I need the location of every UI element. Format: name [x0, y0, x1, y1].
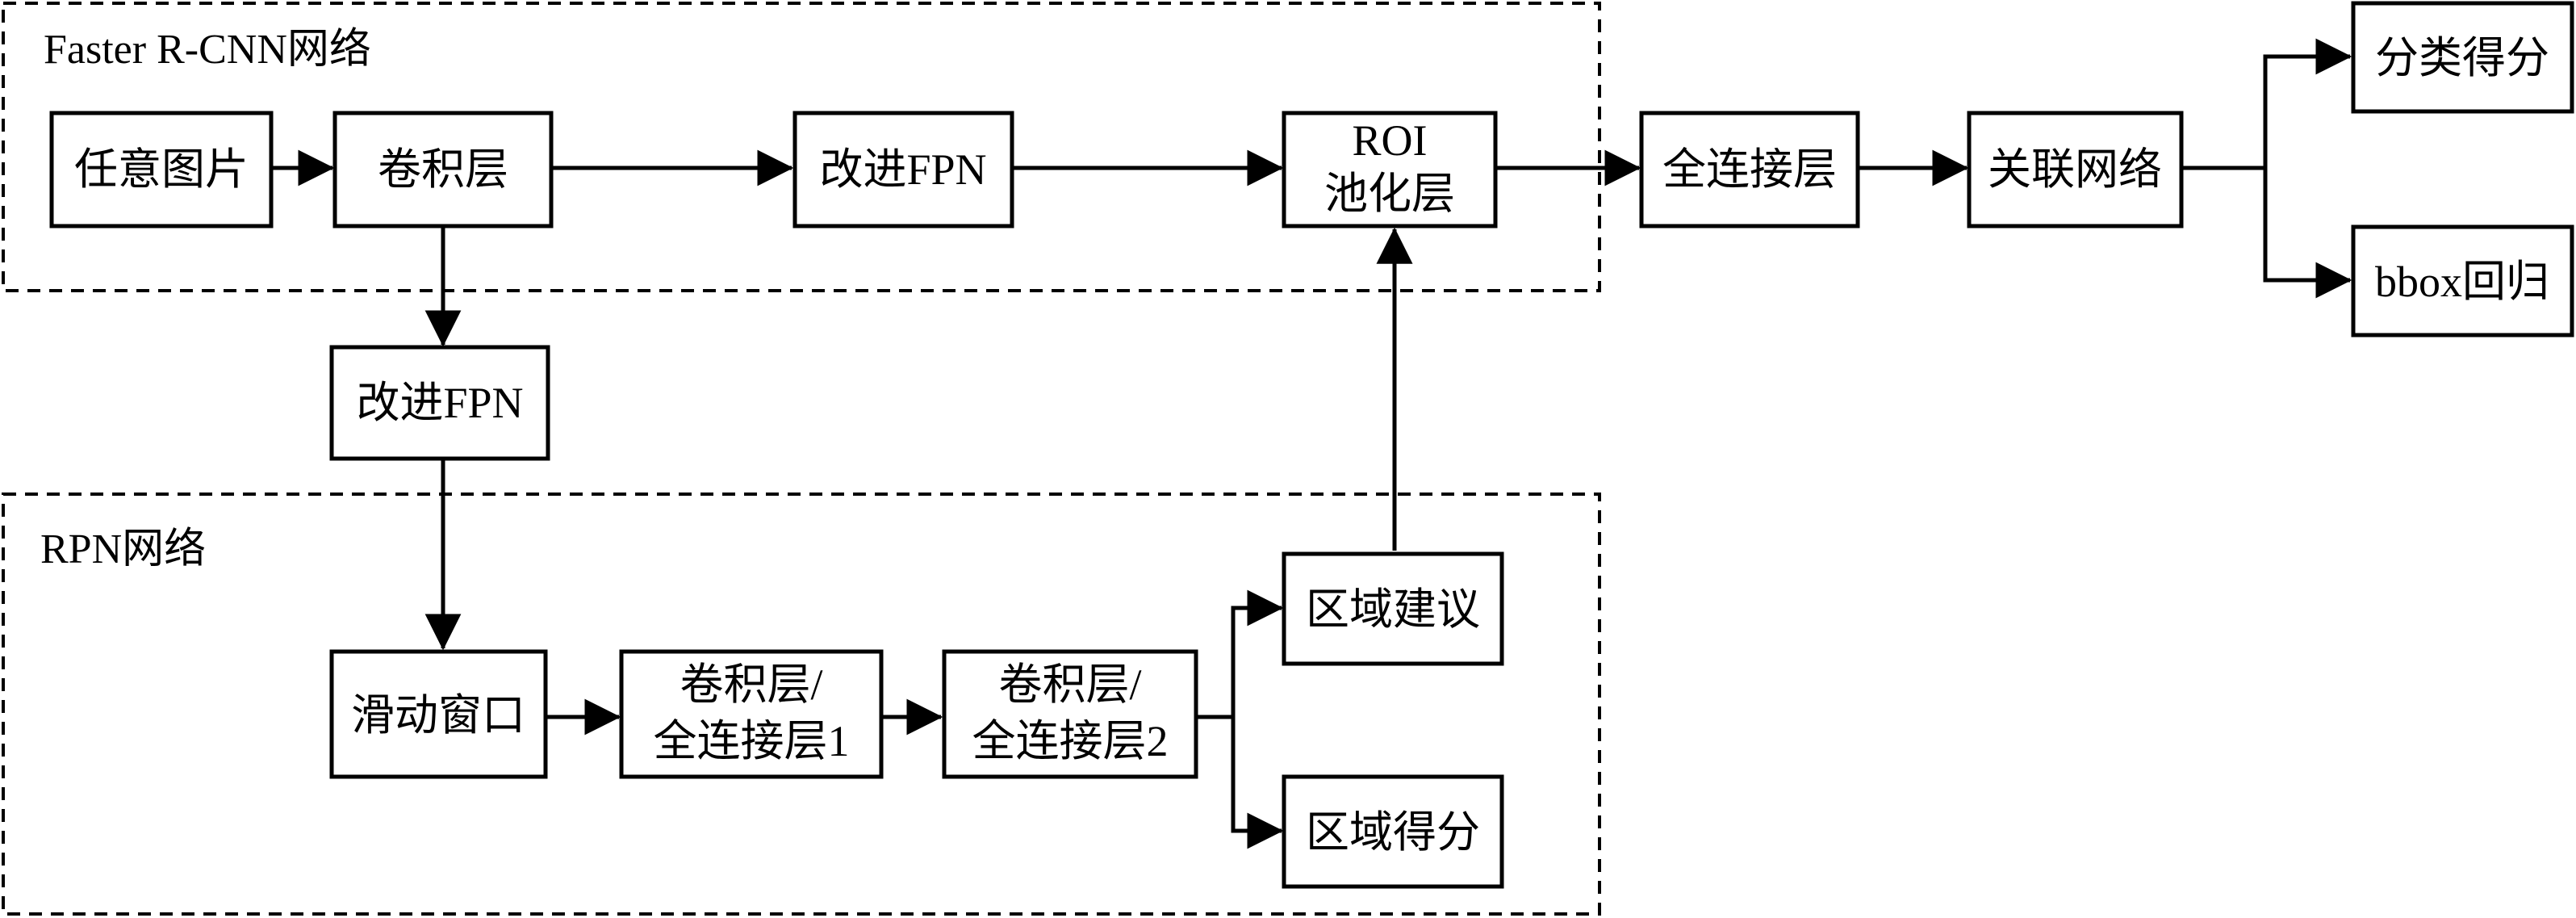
node-region-score-label: 区域得分	[1306, 808, 1480, 857]
node-improved-fpn-top-label: 改进FPN	[819, 145, 986, 194]
node-bbox-regression-label: bbox回归	[2375, 258, 2549, 306]
node-conv-fc-2-label-1: 卷积层/	[998, 660, 1141, 709]
node-roi-pooling-label-2: 池化层	[1324, 170, 1455, 218]
node-bbox-regression: bbox回归	[2351, 224, 2574, 337]
node-roi-pooling-label-1: ROI	[1353, 116, 1428, 165]
faster-rcnn-group	[2, 2, 1601, 292]
faster-rcnn-group-label: Faster R-CNN网络	[44, 27, 371, 73]
node-region-proposal-label: 区域建议	[1306, 585, 1480, 634]
arrow-to-region-proposal	[1231, 589, 1284, 717]
rpn-group-label: RPN网络	[40, 526, 206, 572]
node-fully-connected: 全连接层	[1639, 111, 1860, 228]
node-conv-layer-label: 卷积层	[378, 145, 508, 194]
arrow-to-bbox	[2263, 168, 2352, 299]
node-region-score: 区域得分	[1282, 774, 1504, 889]
node-relation-network: 关联网络	[1967, 111, 2184, 228]
node-improved-fpn-side-label: 改进FPN	[356, 379, 523, 427]
node-input-image: 任意图片	[49, 111, 274, 228]
node-input-image-label: 任意图片	[74, 145, 249, 194]
node-conv-fc-2: 卷积层/ 全连接层2	[942, 649, 1198, 779]
node-conv-fc-1: 卷积层/ 全连接层1	[619, 649, 884, 779]
node-class-score: 分类得分	[2351, 1, 2574, 114]
node-roi-pooling: ROI 池化层	[1282, 111, 1498, 228]
node-region-proposal: 区域建议	[1282, 551, 1504, 666]
node-conv-fc-1-label-2: 全连接层1	[654, 717, 850, 765]
node-improved-fpn-top: 改进FPN	[792, 111, 1014, 228]
rpn-group	[2, 493, 1601, 916]
node-conv-fc-2-label-2: 全连接层2	[972, 717, 1169, 765]
arrow-to-class-score	[2263, 38, 2352, 168]
node-improved-fpn-side: 改进FPN	[329, 345, 550, 461]
node-relation-network-label: 关联网络	[1988, 145, 2162, 194]
connectors	[273, 38, 2352, 849]
node-sliding-window: 滑动窗口	[329, 649, 548, 779]
arrow-to-region-score	[1231, 717, 1284, 849]
node-conv-layer: 卷积层	[332, 111, 554, 228]
node-conv-fc-1-label-1: 卷积层/	[680, 660, 822, 709]
node-fully-connected-label: 全连接层	[1662, 145, 1837, 194]
node-sliding-window-label: 滑动窗口	[351, 691, 525, 740]
node-class-score-label: 分类得分	[2375, 34, 2549, 82]
